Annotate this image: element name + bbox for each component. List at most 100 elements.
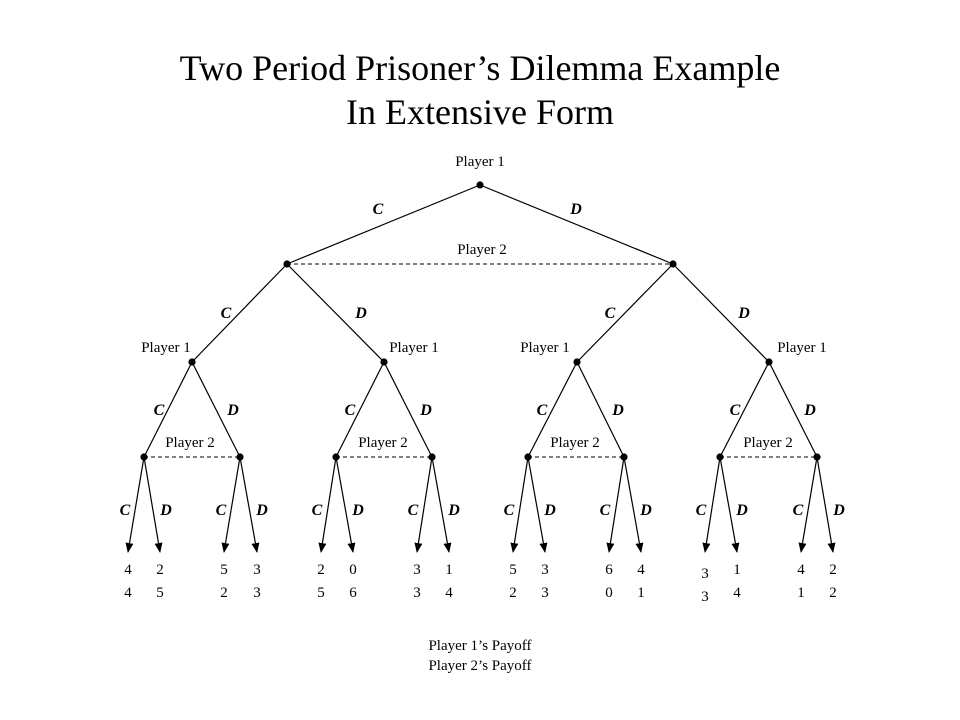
edge-leaf-13 [719,456,740,553]
payoff-p2-0: 4 [124,585,132,601]
move-label-leaf-0: C [120,502,131,519]
move-label-leaf-9: D [543,502,556,519]
node-l4-0 [140,453,148,461]
move-label-l3-0: C [154,402,165,419]
move-label-leaf-11: D [639,502,652,519]
payoff-p2-1: 5 [156,585,164,601]
node-l2-1 [669,260,677,268]
edge-leaf-0 [125,456,145,553]
edge-leaf-2 [221,456,241,553]
tree-nodes [140,181,821,461]
edge-l3-l4-2 [335,361,385,458]
payoff-p2-4: 5 [317,585,325,601]
move-label-leaf-13: D [735,502,748,519]
edge-leaf-15 [816,456,836,553]
move-label-leaf-3: D [255,502,268,519]
node-l4-2 [332,453,340,461]
payoff-p1-15: 2 [829,562,837,578]
edge-root-1 [479,184,674,265]
edge-root-0 [286,184,481,265]
node-l3-3 [765,358,773,366]
move-label-l3-2: C [345,402,356,419]
node-l4-4 [524,453,532,461]
payoff-p1-4: 2 [317,562,325,578]
edge-leaf-10 [606,456,625,553]
title-line-2: In Extensive Form [346,92,614,132]
move-label-leaf-15: D [832,502,845,519]
edge-l3-l4-1 [191,361,241,458]
payoff-p1-3: 3 [253,562,261,578]
node-l3-2 [573,358,581,366]
move-label-leaf-10: C [600,502,611,519]
page-title: Two Period Prisoner’s Dilemma Example In… [0,46,960,134]
edge-l3-l4-4 [527,361,578,458]
move-label-leaf-12: C [696,502,707,519]
node-l3-1 [380,358,388,366]
player-label-l4-2: Player 2 [550,435,600,451]
player-label-root: Player 1 [455,154,505,170]
payoff-p2-5: 6 [349,585,357,601]
payoff-p2-2: 2 [220,585,228,601]
edge-leaf-5 [335,456,356,553]
edge-l2-l3-3 [672,263,770,363]
move-label-l2-3: D [737,305,750,322]
edge-leaf-9 [527,456,548,553]
edge-l2-l3-1 [286,263,385,363]
node-l4-6 [716,453,724,461]
move-label-leaf-14: C [793,502,804,519]
payoff-p2-7: 4 [445,585,453,601]
node-l4-5 [620,453,628,461]
node-l4-1 [236,453,244,461]
player-label-l4-3: Player 2 [743,435,793,451]
payoff-p2-14: 1 [797,585,805,601]
edge-leaf-1 [143,456,163,553]
payoff-p1-8: 5 [509,562,517,578]
move-label-l3-5: D [611,402,624,419]
node-l3-0 [188,358,196,366]
move-label-leaf-1: D [159,502,172,519]
move-label-l3-6: C [730,402,741,419]
title-line-1: Two Period Prisoner’s Dilemma Example [179,48,781,88]
player-label-l3-0: Player 1 [141,340,191,356]
payoff-p2-13: 4 [733,585,741,601]
move-label-l3-3: D [419,402,432,419]
edge-l2-l3-0 [191,263,288,363]
information-sets [144,263,817,458]
edge-leaf-4 [318,456,337,553]
node-l2-0 [283,260,291,268]
move-label-leaf-8: C [504,502,515,519]
payoff-p1-11: 4 [637,562,645,578]
payoff-legend: Player 1’s Payoff Player 2’s Payoff [0,636,960,676]
edge-leaf-7 [431,456,452,553]
payoff-p1-5: 0 [349,562,357,578]
edge-leaf-8 [510,456,529,553]
legend-player2-payoff: Player 2’s Payoff [428,658,532,674]
edge-l3-l4-3 [383,361,433,458]
player-label-l3-3: Player 1 [777,340,827,356]
edge-leaf-6 [414,456,433,553]
player-label-level2: Player 2 [457,242,507,258]
node-l4-3 [428,453,436,461]
move-label-l3-1: D [226,402,239,419]
move-label-leaf-6: C [408,502,419,519]
payoff-p1-14: 4 [797,562,805,578]
payoff-p1-0: 4 [124,562,132,578]
payoff-p2-15: 2 [829,585,837,601]
node-root [476,181,484,189]
edge-leaf-3 [239,456,260,553]
move-label-leaf-7: D [447,502,460,519]
node-l4-7 [813,453,821,461]
edge-l3-l4-5 [576,361,625,458]
edge-l3-l4-6 [719,361,770,458]
move-label-leaf-2: C [216,502,227,519]
edge-leaf-12 [702,456,721,553]
payoff-p2-12: 3 [701,589,709,605]
payoff-p2-10: 0 [605,585,613,601]
payoff-p2-11: 1 [637,585,645,601]
move-label-l2-2: C [605,305,616,322]
move-label-l2-0: C [221,305,232,322]
payoff-p2-9: 3 [541,585,549,601]
payoff-p1-2: 5 [220,562,228,578]
player-label-l3-1: Player 1 [389,340,439,356]
